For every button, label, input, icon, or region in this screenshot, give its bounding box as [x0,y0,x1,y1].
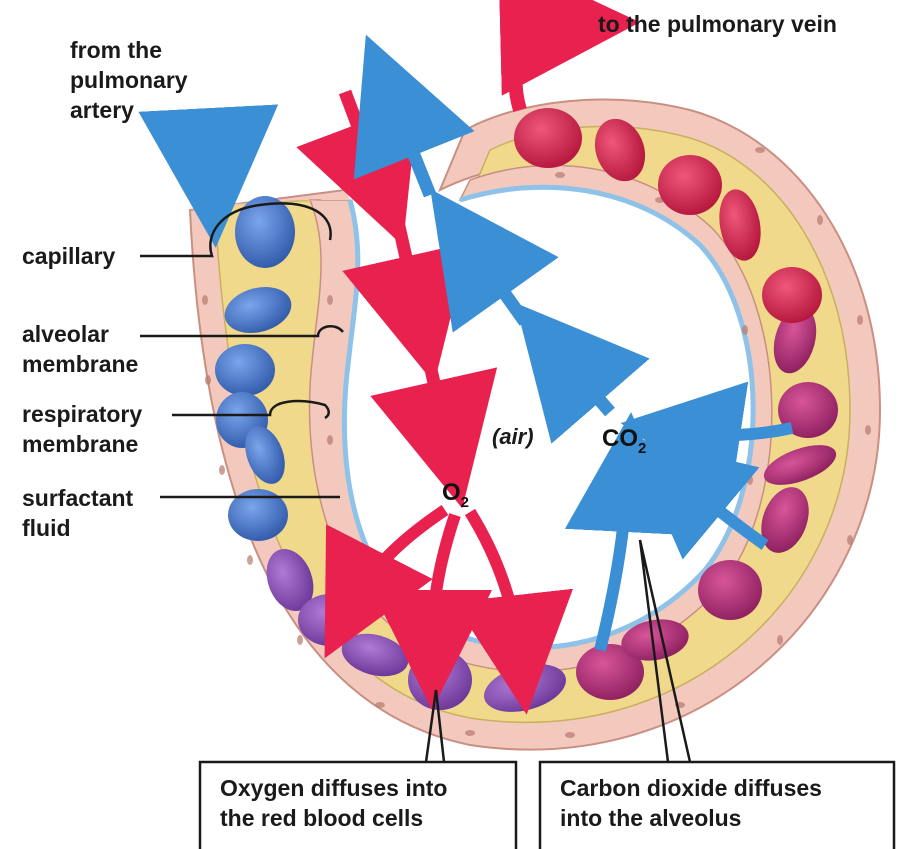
rbc-magenta [698,560,762,620]
co2-from-rbc-arrow [600,472,628,650]
rbc-blue [215,344,275,396]
o2-label: O2 [442,479,469,511]
from-artery-line3: artery [70,97,134,123]
oxygen-callout-line1: Oxygen diffuses into [220,775,447,801]
o2-arrow-segment [345,92,380,185]
co2-main: CO [602,425,638,452]
surfactant-label-line2: fluid [22,515,71,541]
o2-arrow-segment [398,222,420,320]
co2-callout-line2: into the alveolus [560,805,741,831]
co2-label: CO2 [602,425,646,457]
co2-subscript: 2 [638,440,646,457]
from-artery-line1: from the [70,37,162,63]
rbc-blue [235,196,295,268]
from-artery-line2: pulmonary [70,67,188,93]
surfactant-label-line1: surfactant [22,485,134,511]
oxygen-callout: Oxygen diffuses into the red blood cells [200,762,516,849]
co2-arrow-segment [558,352,610,412]
co2-arrow-segment [390,95,430,195]
air-label: (air) [492,424,534,449]
to-vein-label: to the pulmonary vein [598,11,837,37]
alveolar-label-line1: alveolar [22,321,109,347]
capillary-label: capillary [22,243,116,269]
o2-main: O [442,479,461,506]
artery-inflow-arrow [155,118,212,178]
respiratory-label-line2: membrane [22,431,138,457]
alveolar-label-line2: membrane [22,351,138,377]
alveolus-wall [190,100,880,750]
o2-to-rbc-arrow [470,512,520,655]
vein-outflow-arrow [516,24,570,110]
rbc-red [658,155,722,215]
oxygen-callout-line2: the red blood cells [220,805,423,831]
co2-from-rbc-arrow [680,428,792,435]
o2-subscript: 2 [461,494,469,511]
rbc-red [514,108,582,168]
co2-callout: Carbon dioxide diffuses into the alveolu… [540,762,894,849]
co2-arrow-segment [468,242,525,322]
o2-arrow-segment [430,365,448,445]
rbc-red [762,267,822,323]
respiratory-label-line1: respiratory [22,401,142,427]
co2-callout-line1: Carbon dioxide diffuses [560,775,822,801]
rbc-purple [408,650,472,710]
